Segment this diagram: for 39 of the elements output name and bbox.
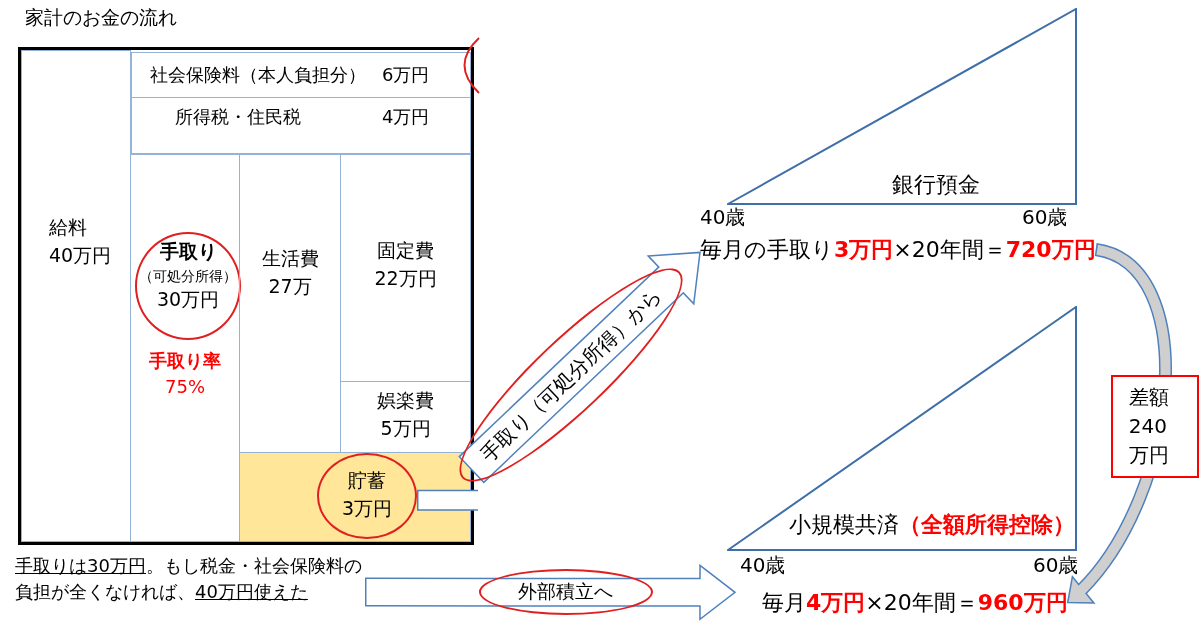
table-cell (131, 97, 471, 154)
category-label: 手取り (159, 239, 217, 264)
title: 家計のお金の流れ (25, 5, 177, 30)
category-label: 娯楽費 (377, 388, 434, 413)
age-label: 60歳 (1022, 205, 1068, 230)
triangle (727, 306, 1077, 551)
category-label: 社会保険料（本人負担分） (150, 63, 366, 87)
amount-callout: 差額240万円 (1110, 375, 1199, 479)
category-label: 固定費 (377, 238, 434, 263)
amount-label: 27万 (268, 273, 312, 299)
amount-label: 22万円 (374, 265, 437, 291)
note-text: 手取りは30万円。もし税金・社会保険料の負担が全くなければ、40万円使えた (15, 553, 365, 605)
age-label: 60歳 (1033, 553, 1079, 578)
triangle-label: 銀行預金 (892, 171, 980, 200)
category-label: 所得税・住民税 (175, 105, 301, 129)
highlight-circle (135, 232, 241, 340)
rate-value: 75% (165, 375, 205, 400)
sub-label: （可処分所得） (139, 266, 237, 286)
age-label: 40歳 (740, 553, 786, 578)
triangle-label: 小規模共済（全額所得控除） (789, 511, 1075, 540)
amount-label: 5万円 (380, 415, 431, 441)
table-cell (340, 154, 471, 382)
table-cell (21, 50, 131, 542)
rate-label: 手取り率 (149, 349, 221, 373)
amount-label: 6万円 (382, 63, 430, 87)
circled-edge-label: 外部積立へ (479, 569, 653, 616)
triangle (727, 8, 1077, 205)
block-arrow (365, 564, 736, 621)
amount-label: 4万円 (382, 105, 430, 129)
amount-label: 40万円 (49, 242, 112, 268)
age-label: 40歳 (700, 205, 746, 230)
category-label: 給料 (49, 215, 87, 240)
category-label: 生活費 (261, 246, 319, 271)
table-cell (239, 452, 471, 542)
highlight-circle (317, 453, 417, 539)
amount-label: 30万円 (156, 286, 220, 312)
category-label: 貯蓄 (348, 468, 386, 493)
amount-label: 3万円 (341, 495, 393, 521)
table-cell (131, 52, 471, 98)
